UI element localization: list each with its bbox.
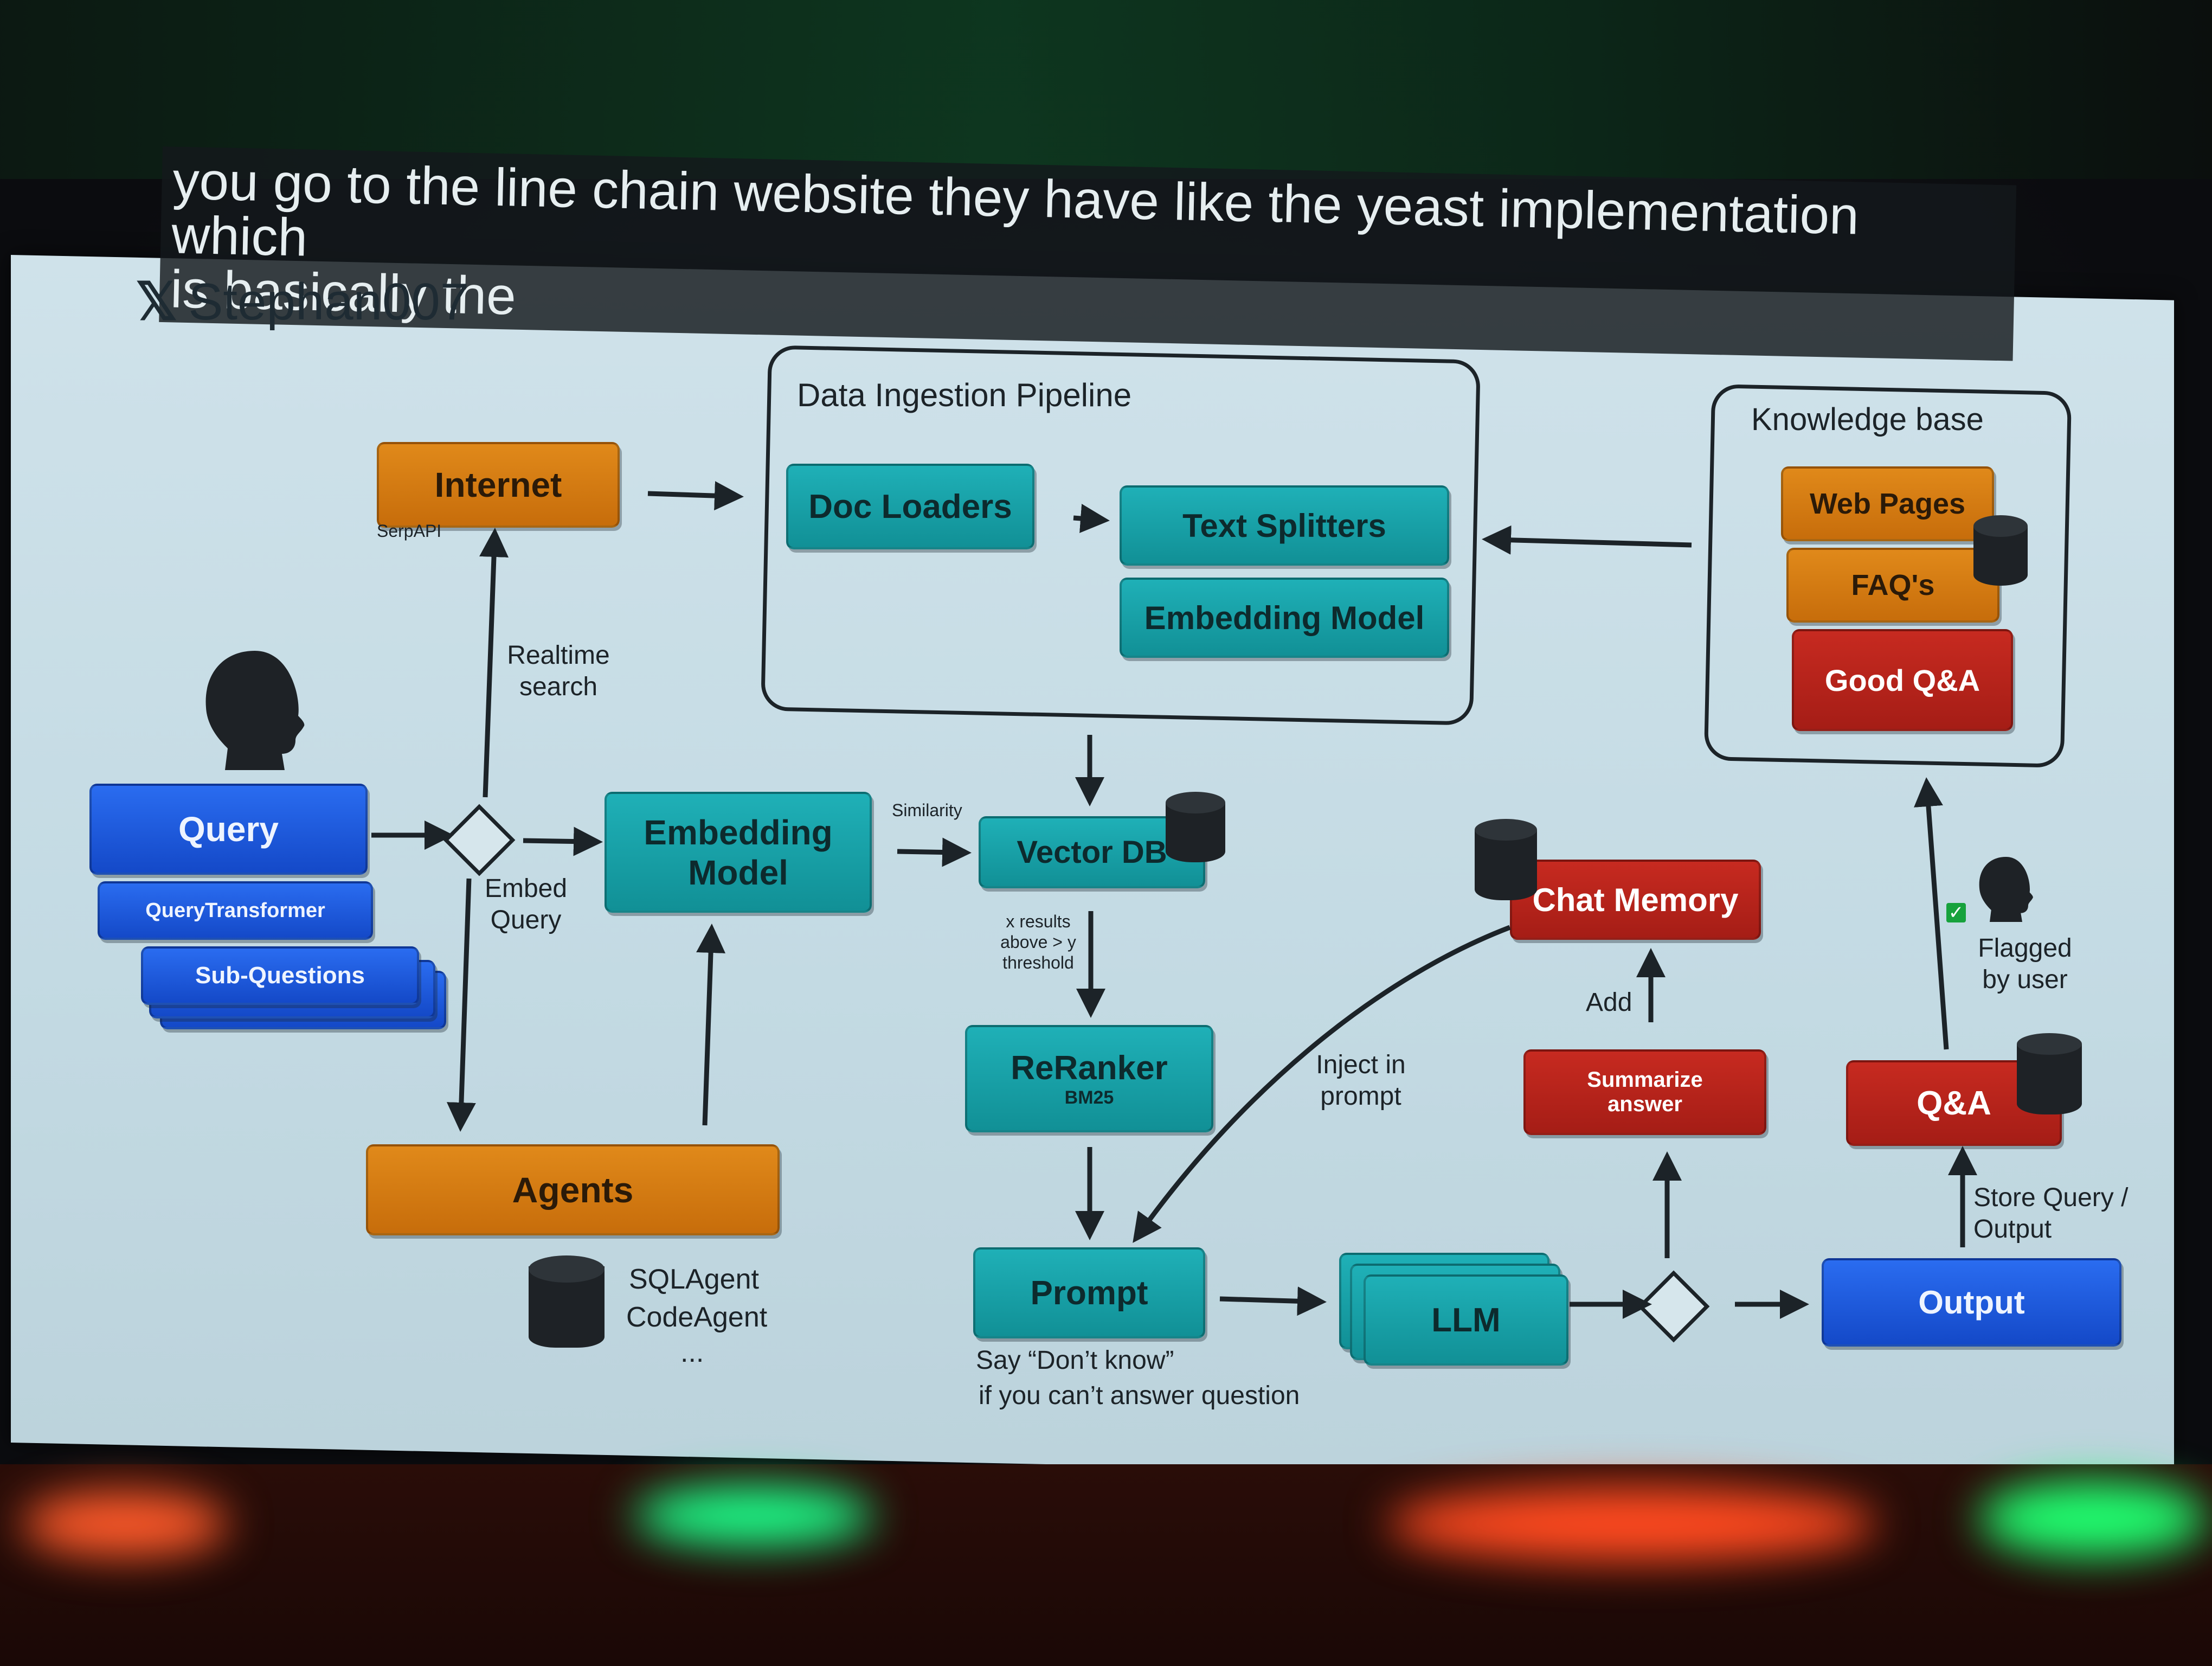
reranker-sub-label: BM25: [1064, 1087, 1114, 1108]
similarity-label: Similarity: [892, 800, 962, 820]
chat-memory-cylinder-icon: [1475, 819, 1537, 900]
reranker-label: ReRanker: [1011, 1049, 1168, 1087]
flagged-by-user-label: Flagged by user: [1978, 934, 2072, 994]
dont-know-line-1: Say “Don’t know”: [976, 1346, 1174, 1375]
web-pages-box: Web Pages: [1781, 466, 1994, 541]
prompt-box: Prompt: [973, 1247, 1205, 1338]
query-box[interactable]: Query: [89, 784, 368, 875]
agents-ellipsis: ...: [680, 1337, 704, 1368]
sub-questions-box: Sub-Questions: [141, 946, 419, 1005]
reranker-box: ReRanker BM25: [965, 1025, 1213, 1132]
text-splitters-box: Text Splitters: [1120, 485, 1449, 566]
doc-loaders-box: Doc Loaders: [786, 464, 1034, 549]
flagging-user-head-icon: [1979, 857, 2033, 922]
orange-stage-light: [1388, 1486, 1876, 1562]
dont-know-line-2: if you can’t answer question: [979, 1381, 1300, 1410]
checkmark-icon: ✓: [1946, 903, 1966, 922]
inject-in-prompt-label: Inject in prompt: [1316, 1050, 1406, 1111]
top-ambient-light: [0, 0, 2212, 179]
summarize-answer-box: Summarize answer: [1523, 1049, 1766, 1135]
vector-db-cylinder-icon: [1166, 792, 1225, 862]
realtime-search-label: Realtime search: [507, 641, 610, 701]
pipeline-title: Data Ingestion Pipeline: [797, 377, 1132, 413]
qa-db-cylinder-icon: [2017, 1033, 2082, 1114]
knowledge-db-cylinder-icon: [1973, 515, 2028, 586]
store-query-output-label: Store Query / Output: [1973, 1183, 2129, 1244]
agents-db-cylinder-icon: [529, 1255, 605, 1348]
sqlagent-label: SQLAgent: [629, 1264, 759, 1295]
user-head-icon: [205, 651, 305, 770]
green-stage-light: [634, 1486, 873, 1546]
red-stage-light: [22, 1491, 228, 1556]
summarize-answer-label: Summarize answer: [1587, 1068, 1703, 1116]
embedding-model-pipeline-box: Embedding Model: [1120, 578, 1449, 658]
author-name: Stephan007: [188, 273, 470, 331]
knowledge-base-title: Knowledge base: [1751, 402, 1984, 437]
faqs-box: FAQ's: [1786, 548, 1999, 623]
good-qa-box: Good Q&A: [1792, 629, 2013, 731]
serpapi-label: SerpAPI: [377, 521, 442, 541]
codeagent-label: CodeAgent: [626, 1302, 768, 1333]
embedding-model-label: Embedding Model: [644, 812, 833, 892]
query-transformer-box: QueryTransformer: [98, 881, 373, 940]
agents-box: Agents: [366, 1144, 780, 1235]
output-box[interactable]: Output: [1822, 1258, 2121, 1347]
green-stage-light-right: [1979, 1481, 2207, 1556]
x-logo-icon: 𝕏: [136, 273, 178, 331]
add-label: Add: [1586, 988, 1632, 1017]
internet-box: Internet: [377, 442, 620, 528]
embedding-model-box: Embedding Model: [605, 792, 872, 913]
threshold-label: x results above > y threshold: [1000, 912, 1076, 972]
llm-box: LLM: [1364, 1274, 1568, 1366]
embed-query-label: Embed Query: [484, 874, 568, 934]
stage-floor: [0, 1464, 2212, 1666]
